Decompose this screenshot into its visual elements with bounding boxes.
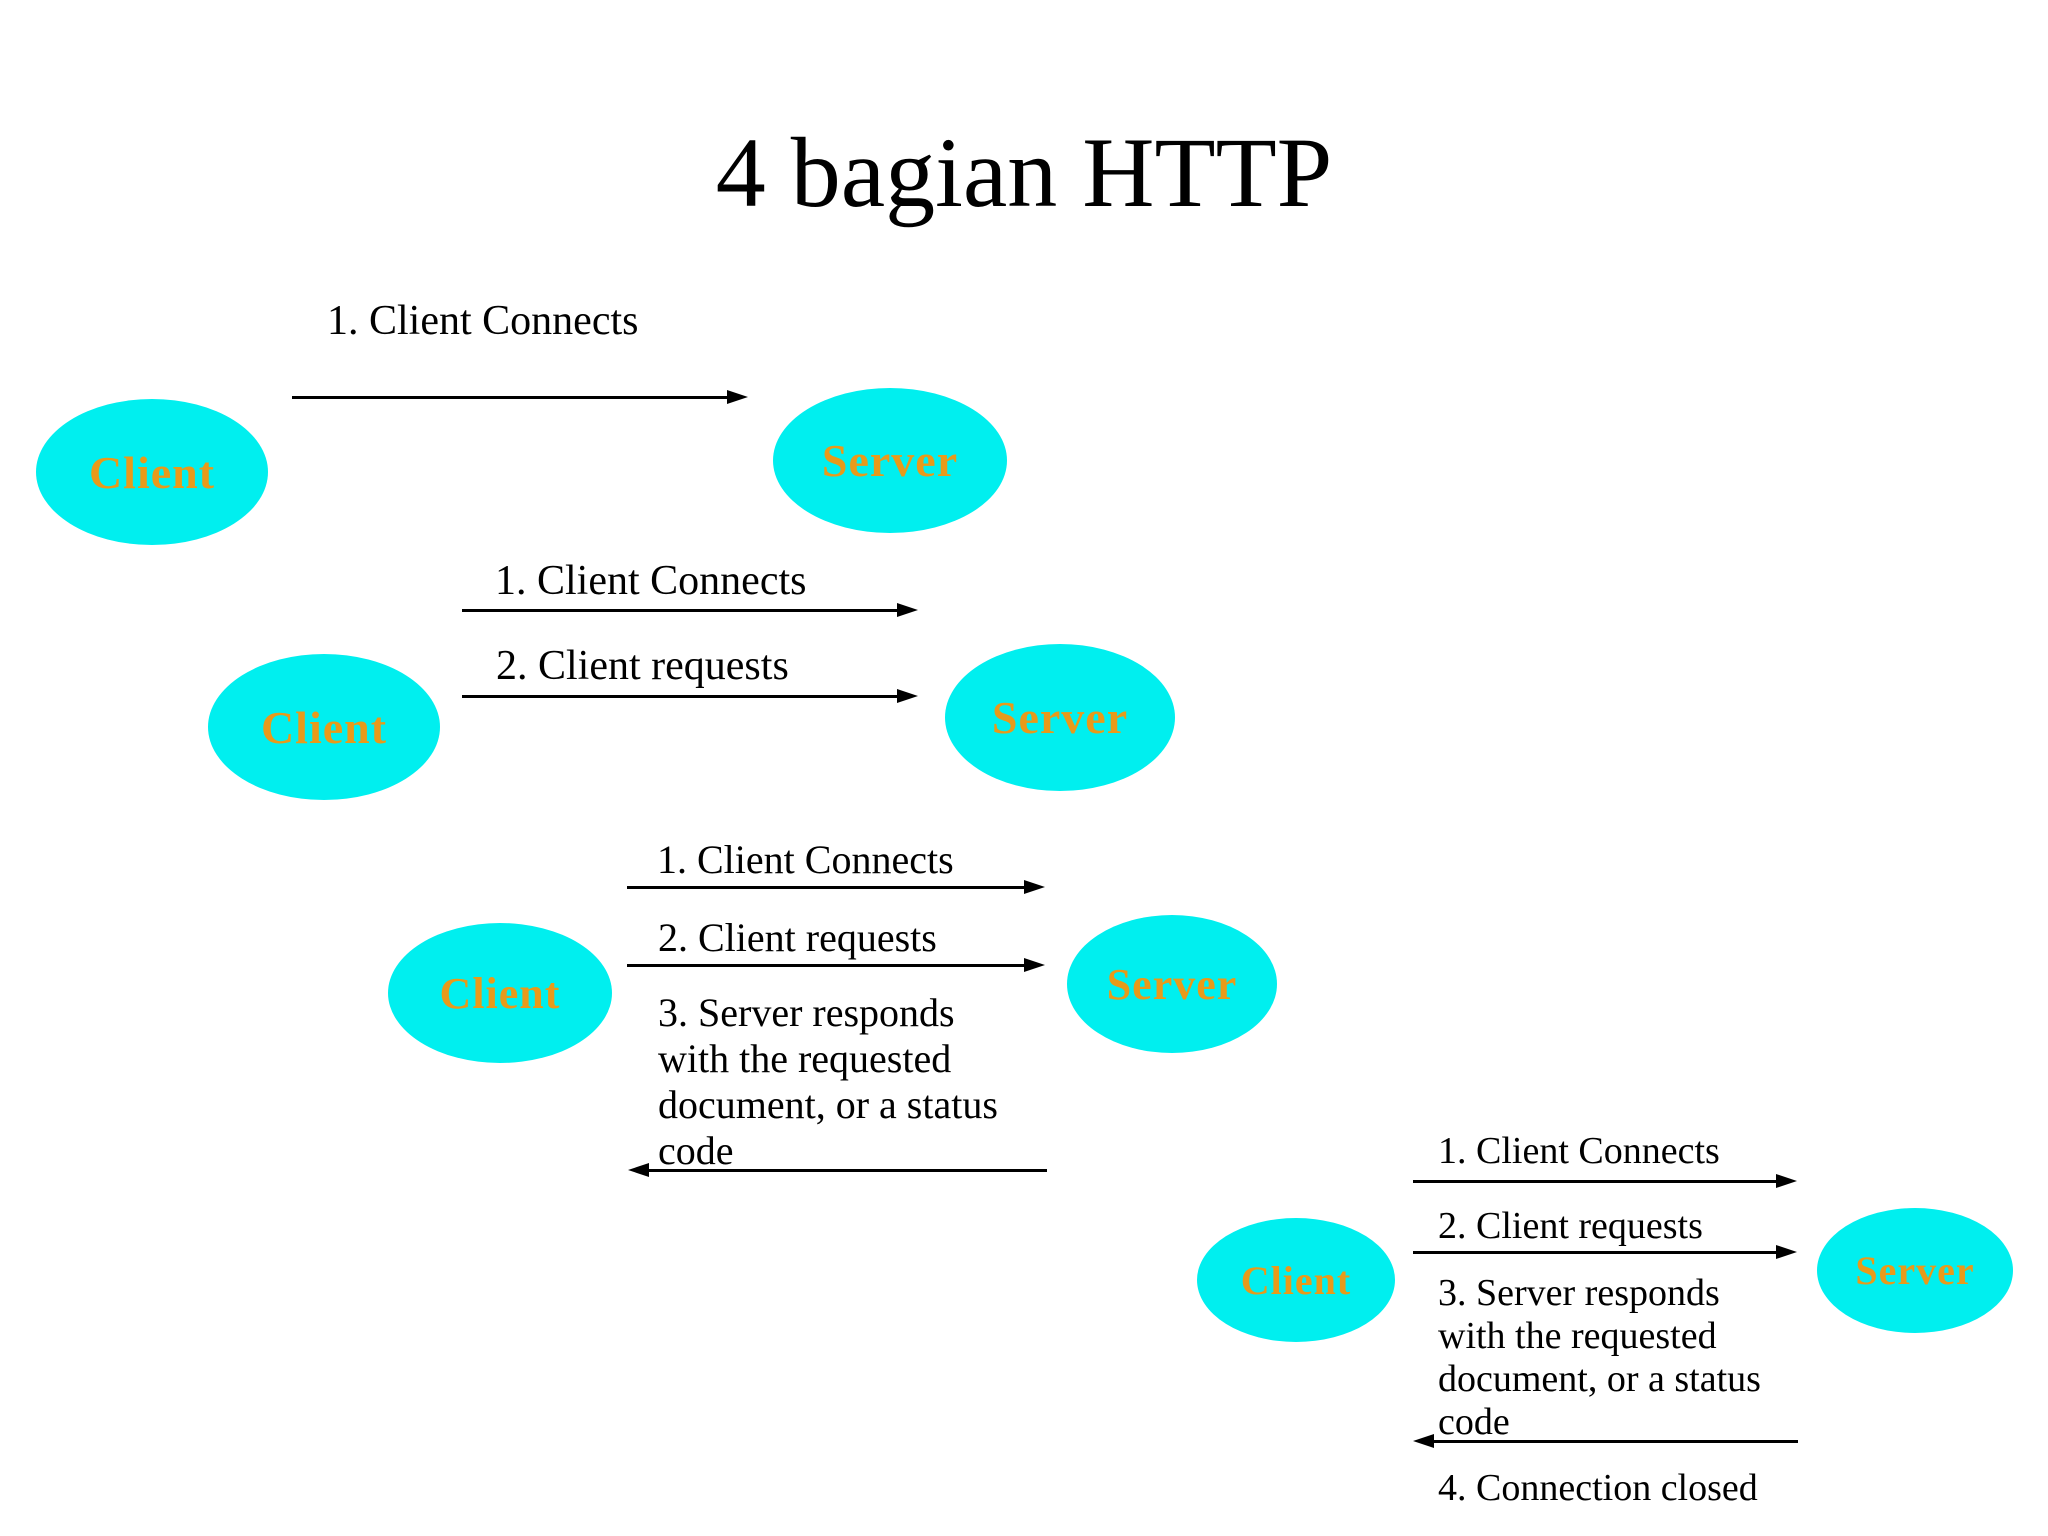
- stage1-server-label: Server: [821, 435, 959, 486]
- stage2-step2-label: 2. Client requests: [496, 643, 789, 689]
- stage4-arrow-server-responds: [1413, 1434, 1798, 1448]
- stage4-server-label: Server: [1855, 1248, 1975, 1293]
- stage2-step1-label: 1. Client Connects: [495, 558, 807, 604]
- stage1-client-node: Client: [36, 399, 268, 545]
- stage4-client-node: Client: [1197, 1218, 1395, 1342]
- stage3-response-line-4: code: [658, 1128, 734, 1173]
- stage3-client-node: Client: [388, 923, 612, 1063]
- stage4-response-line-4: code: [1438, 1401, 1510, 1443]
- slide-title: 4 bagian HTTP: [715, 117, 1333, 228]
- stage1-server-node: Server: [773, 388, 1007, 533]
- stage4-server-node: Server: [1817, 1208, 2013, 1333]
- stage1-arrow-client-connects: [292, 390, 748, 404]
- stage4-step1-label: 1. Client Connects: [1438, 1130, 1720, 1172]
- stage1-client-label: Client: [88, 446, 216, 498]
- stage4-response-line-3: document, or a status: [1438, 1358, 1761, 1400]
- stage4-response-line-1: 3. Server responds: [1438, 1272, 1720, 1314]
- stage4-client-label: Client: [1240, 1257, 1352, 1303]
- stage2-server-label: Server: [991, 692, 1129, 743]
- stage2-client-label: Client: [260, 701, 388, 753]
- stage4-response-line-2: with the requested: [1438, 1315, 1717, 1357]
- stage3-arrow-client-connects: [627, 880, 1045, 894]
- stage3-response-line-2: with the requested: [658, 1036, 952, 1081]
- stage2-arrow-client-requests: [462, 689, 918, 703]
- stage4-arrow-client-requests: [1413, 1245, 1797, 1259]
- stage3-server-label: Server: [1106, 959, 1238, 1009]
- stage3-server-node: Server: [1067, 915, 1277, 1053]
- stage2-server-node: Server: [945, 644, 1175, 791]
- stage3-step2-label: 2. Client requests: [658, 915, 937, 960]
- stage4-step2-label: 2. Client requests: [1438, 1205, 1703, 1247]
- stage4-arrow-client-connects: [1413, 1174, 1797, 1188]
- stage2-arrow-client-connects: [462, 603, 918, 617]
- stage3-response-line-3: document, or a status: [658, 1082, 998, 1127]
- stage4-server-response-text: 3. Server responds with the requested do…: [1438, 1272, 1761, 1444]
- stage3-server-response-text: 3. Server responds with the requested do…: [658, 990, 998, 1174]
- stage2-client-node: Client: [208, 654, 440, 800]
- stage3-arrow-client-requests: [627, 958, 1045, 972]
- stage3-step1-label: 1. Client Connects: [657, 837, 954, 882]
- stage3-client-label: Client: [439, 968, 561, 1018]
- stage1-step1-label: 1. Client Connects: [327, 298, 639, 344]
- stage3-response-line-1: 3. Server responds: [658, 990, 955, 1035]
- stage3-arrow-server-responds: [628, 1163, 1047, 1177]
- stage4-step4-label: 4. Connection closed: [1438, 1467, 1758, 1509]
